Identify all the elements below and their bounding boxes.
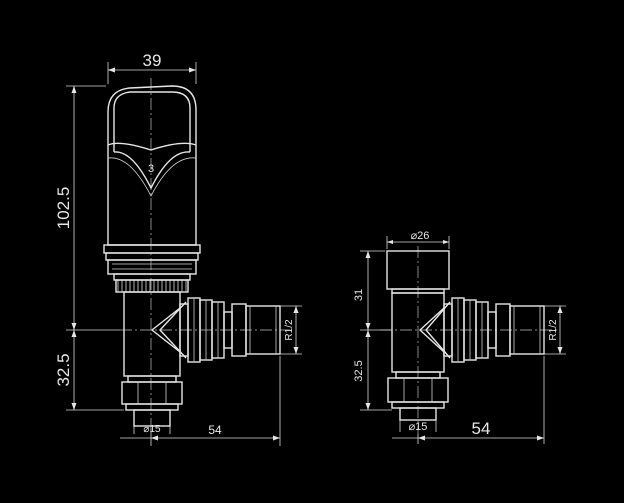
right-dia-top-label: ⌀26 bbox=[411, 230, 430, 242]
left-thread-label: R1/2 bbox=[284, 319, 295, 341]
left-width-label: 39 bbox=[143, 51, 162, 70]
left-dimensions bbox=[66, 62, 302, 446]
right-body bbox=[391, 292, 451, 373]
right-dimensions bbox=[360, 236, 566, 444]
left-knob bbox=[107, 85, 197, 246]
right-dia-label: ⌀15 bbox=[409, 421, 428, 433]
left-body bbox=[123, 291, 187, 377]
left-lower-label: 32.5 bbox=[54, 353, 73, 386]
left-bottom-connection bbox=[121, 375, 183, 427]
left-collar bbox=[103, 244, 201, 293]
right-thread-label: R1/2 bbox=[548, 319, 559, 341]
left-dia-label: ⌀15 bbox=[143, 424, 161, 435]
right-bottom-connection bbox=[387, 371, 449, 421]
right-valve-view: ⌀26 31 32.5 ⌀15 54 R1/2 bbox=[353, 230, 566, 444]
left-height-label: 102.5 bbox=[54, 187, 73, 230]
left-valve-view: 39 102.5 32.5 ⌀15 54 R1/2 3 bbox=[54, 51, 302, 446]
left-side-connection bbox=[179, 297, 281, 363]
right-side-connection bbox=[443, 297, 545, 363]
right-offset-label: 54 bbox=[472, 419, 491, 438]
right-upper-label: 31 bbox=[353, 289, 365, 301]
left-offset-label: 54 bbox=[208, 423, 222, 437]
knob-mark-label: 3 bbox=[148, 163, 154, 175]
right-lower-label: 32.5 bbox=[353, 360, 365, 381]
